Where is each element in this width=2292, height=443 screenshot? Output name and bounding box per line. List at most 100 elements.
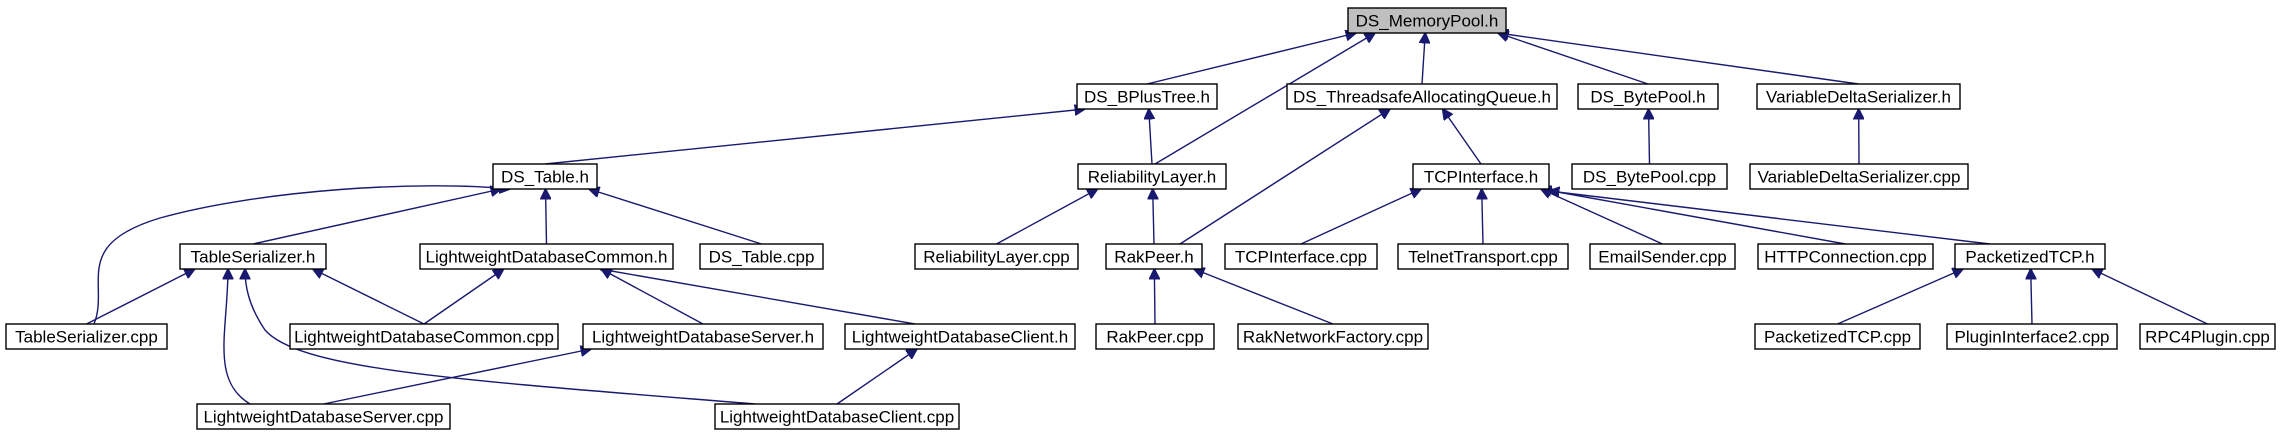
node-raknf[interactable]: RakNetworkFactory.cpp bbox=[1237, 323, 1429, 350]
node-box[interactable] bbox=[1589, 243, 1736, 270]
node-telnet[interactable]: TelnetTransport.cpp bbox=[1397, 243, 1569, 270]
node-box[interactable] bbox=[1105, 243, 1203, 270]
node-bytepoolcpp[interactable]: DS_BytePool.cpp bbox=[1571, 163, 1728, 190]
node-ldbclcpp[interactable]: LightweightDatabaseClient.cpp bbox=[714, 403, 960, 430]
edge-http-to-tcpi bbox=[1541, 189, 1846, 245]
node-box[interactable] bbox=[1397, 243, 1569, 270]
node-box[interactable] bbox=[1347, 7, 1507, 34]
node-table[interactable]: DS_Table.h bbox=[492, 163, 598, 190]
node-box[interactable] bbox=[1577, 83, 1719, 110]
node-box[interactable] bbox=[1077, 163, 1227, 190]
node-box[interactable] bbox=[419, 243, 674, 270]
node-box[interactable] bbox=[1757, 243, 1934, 270]
edge-rakpeercpp-to-rakpeer bbox=[1154, 269, 1155, 325]
node-rlayercpp[interactable]: ReliabilityLayer.cpp bbox=[914, 243, 1079, 270]
node-box[interactable] bbox=[1224, 243, 1378, 270]
edge-telnet-to-tcpi bbox=[1482, 189, 1483, 245]
node-box[interactable] bbox=[1076, 83, 1218, 110]
node-vdscpp[interactable]: VariableDeltaSerializer.cpp bbox=[1749, 163, 1969, 190]
edge-table-to-bplus bbox=[544, 109, 1085, 165]
edge-rakpeer-to-rlayer bbox=[1153, 189, 1154, 245]
node-rakpeer[interactable]: RakPeer.h bbox=[1105, 243, 1203, 270]
node-box[interactable] bbox=[1754, 323, 1921, 350]
edge-tsq-to-mempool bbox=[1422, 33, 1425, 85]
edge-tsercpp-to-table bbox=[93, 186, 510, 325]
edge-rakpeer-to-tsq bbox=[1179, 109, 1390, 245]
node-box[interactable] bbox=[1946, 323, 2118, 350]
node-label: PacketizedTCP.cpp bbox=[1764, 328, 1911, 347]
node-box[interactable] bbox=[1237, 323, 1429, 350]
node-tablecpp[interactable]: DS_Table.cpp bbox=[699, 243, 824, 270]
node-label: PluginInterface2.cpp bbox=[1955, 328, 2110, 347]
node-label: RakPeer.cpp bbox=[1106, 328, 1203, 347]
node-box[interactable] bbox=[1749, 163, 1969, 190]
node-tsercpp[interactable]: TableSerializer.cpp bbox=[5, 323, 168, 350]
node-http[interactable]: HTTPConnection.cpp bbox=[1757, 243, 1934, 270]
node-box[interactable] bbox=[699, 243, 824, 270]
node-box[interactable] bbox=[1756, 83, 1961, 110]
dependency-edges bbox=[86, 33, 2208, 405]
node-box[interactable] bbox=[1286, 83, 1558, 110]
node-tsq[interactable]: DS_ThreadsafeAllocatingQueue.h bbox=[1286, 83, 1558, 110]
edge-ldbclcpp-to-tser bbox=[245, 269, 756, 405]
edge-bplus-to-mempool bbox=[1146, 33, 1356, 85]
node-tcpicpp[interactable]: TCPInterface.cpp bbox=[1224, 243, 1378, 270]
node-tser[interactable]: TableSerializer.h bbox=[179, 243, 327, 270]
node-label: DS_Table.h bbox=[501, 168, 589, 187]
node-label: DS_ThreadsafeAllocatingQueue.h bbox=[1293, 88, 1551, 107]
node-box[interactable] bbox=[289, 323, 559, 350]
node-pi2[interactable]: PluginInterface2.cpp bbox=[1946, 323, 2118, 350]
node-label: DS_BytePool.h bbox=[1590, 88, 1705, 107]
node-box[interactable] bbox=[714, 403, 960, 430]
node-rlayer[interactable]: ReliabilityLayer.h bbox=[1077, 163, 1227, 190]
node-box[interactable] bbox=[196, 403, 451, 430]
edge-rpc4-to-ptcp bbox=[2092, 269, 2208, 325]
edge-rlayer-to-bplus bbox=[1149, 109, 1152, 165]
edge-ldbcl-to-ldbc bbox=[600, 269, 916, 325]
node-label: TableSerializer.cpp bbox=[15, 328, 158, 347]
edge-ldbccpp-to-ldbc bbox=[423, 269, 504, 325]
edge-ldbs-to-ldbc bbox=[601, 269, 704, 325]
node-box[interactable] bbox=[1954, 243, 2106, 270]
node-box[interactable] bbox=[179, 243, 327, 270]
node-rakpeercpp[interactable]: RakPeer.cpp bbox=[1095, 323, 1215, 350]
node-rpc4[interactable]: RPC4Plugin.cpp bbox=[2139, 323, 2276, 350]
node-label: TCPInterface.h bbox=[1424, 168, 1538, 187]
edge-ptcp-to-tcpi bbox=[1549, 191, 1991, 245]
edge-ldbscpp-to-ldbs bbox=[323, 349, 592, 405]
node-mempool[interactable]: DS_MemoryPool.h bbox=[1347, 7, 1507, 34]
edge-rlayercpp-to-rlayer bbox=[996, 189, 1098, 245]
node-label: RakNetworkFactory.cpp bbox=[1243, 328, 1423, 347]
node-box[interactable] bbox=[1571, 163, 1728, 190]
node-ptcpcpp[interactable]: PacketizedTCP.cpp bbox=[1754, 323, 1921, 350]
node-box[interactable] bbox=[5, 323, 168, 350]
edge-ldbscpp-to-tser bbox=[224, 269, 251, 405]
node-label: DS_MemoryPool.h bbox=[1356, 12, 1499, 31]
node-tcpi[interactable]: TCPInterface.h bbox=[1412, 163, 1550, 190]
node-box[interactable] bbox=[2139, 323, 2276, 350]
node-box[interactable] bbox=[1095, 323, 1215, 350]
node-ldbc[interactable]: LightweightDatabaseCommon.h bbox=[419, 243, 674, 270]
node-ldbscpp[interactable]: LightweightDatabaseServer.cpp bbox=[196, 403, 451, 430]
edge-ldbc-to-table bbox=[546, 189, 547, 245]
node-box[interactable] bbox=[914, 243, 1079, 270]
node-box[interactable] bbox=[492, 163, 598, 190]
node-box[interactable] bbox=[582, 323, 824, 350]
node-bplus[interactable]: DS_BPlusTree.h bbox=[1076, 83, 1218, 110]
node-bytepool[interactable]: DS_BytePool.h bbox=[1577, 83, 1719, 110]
node-label: DS_BytePool.cpp bbox=[1583, 168, 1716, 187]
node-label: RakPeer.h bbox=[1114, 248, 1193, 267]
edge-ldbccpp-to-tser bbox=[313, 269, 425, 325]
node-ldbccpp[interactable]: LightweightDatabaseCommon.cpp bbox=[289, 323, 559, 350]
node-ptcp[interactable]: PacketizedTCP.h bbox=[1954, 243, 2106, 270]
node-email[interactable]: EmailSender.cpp bbox=[1589, 243, 1736, 270]
node-vds[interactable]: VariableDeltaSerializer.h bbox=[1756, 83, 1961, 110]
node-box[interactable] bbox=[1412, 163, 1550, 190]
edge-ldbclcpp-to-ldbcl bbox=[836, 349, 917, 405]
file-nodes: DS_MemoryPool.hDS_BPlusTree.h DS_Threadsa… bbox=[5, 7, 2276, 430]
node-ldbcl[interactable]: LightweightDatabaseClient.h bbox=[844, 323, 1076, 350]
node-box[interactable] bbox=[844, 323, 1076, 350]
edge-vds-to-mempool bbox=[1498, 33, 1859, 85]
node-ldbs[interactable]: LightweightDatabaseServer.h bbox=[582, 323, 824, 350]
